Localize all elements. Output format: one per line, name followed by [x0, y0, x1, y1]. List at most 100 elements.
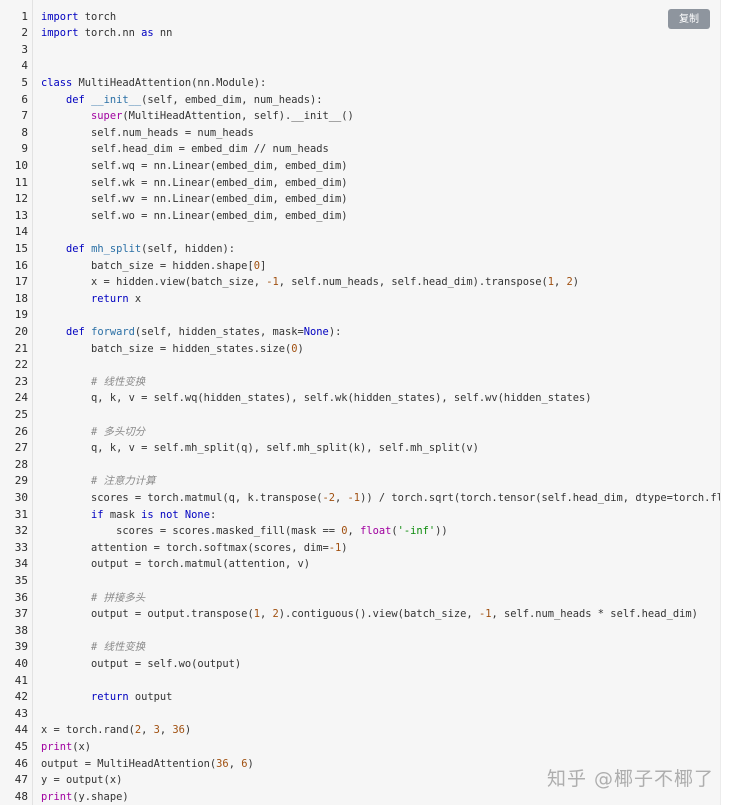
- code-line: 6 def __init__(self, embed_dim, num_head…: [0, 92, 720, 109]
- line-number: 21: [14, 341, 28, 355]
- line-number-gutter: [0, 0, 33, 805]
- code-token: ): [247, 757, 254, 770]
- code-text: output = torch.matmul(attention, v): [41, 556, 310, 573]
- code-token: :: [209, 508, 217, 521]
- code-token: 2: [566, 276, 573, 289]
- code-line: 14: [0, 224, 720, 241]
- code-token: , self.num_heads, self.head_dim).transpo…: [278, 276, 548, 289]
- code-token: nn: [153, 27, 173, 40]
- code-line: 13 self.wo = nn.Linear(embed_dim, embed_…: [0, 208, 720, 225]
- code-line: 37 output = output.transpose(1, 2).conti…: [0, 606, 720, 623]
- code-line: 15 def mh_split(self, hidden):: [0, 241, 720, 258]
- code-token: output = torch.matmul(attention, v): [41, 558, 310, 571]
- line-number: 27: [14, 441, 28, 455]
- line-number: 31: [14, 507, 28, 521]
- code-token: # 线性变换: [91, 641, 146, 654]
- code-token: 1: [547, 276, 554, 289]
- code-token: super: [91, 110, 123, 123]
- code-line: 29 # 注意力计算: [0, 473, 720, 490]
- code-token: [41, 509, 91, 521]
- line-number: 37: [14, 607, 28, 621]
- line-number: 2: [21, 26, 28, 40]
- code-token: [41, 94, 66, 106]
- code-text: attention = torch.softmax(scores, dim=-1…: [41, 540, 348, 557]
- code-text: output = self.wo(output): [41, 656, 241, 673]
- code-token: self.wv = nn.Linear(embed_dim, embed_dim…: [41, 193, 348, 206]
- code-token: mh_split: [91, 242, 142, 255]
- code-line: 41: [0, 673, 720, 690]
- code-token: [41, 592, 91, 604]
- code-token: scores = torch.matmul(q, k.transpose(: [41, 491, 323, 504]
- code-token: # 多头切分: [91, 425, 146, 438]
- code-line: 21 batch_size = hidden_states.size(0): [0, 341, 720, 358]
- code-token: [41, 110, 91, 122]
- code-token: None: [184, 508, 210, 521]
- code-line: 36 # 拼接多头: [0, 590, 720, 607]
- code-token: def: [66, 93, 85, 106]
- watermark: 知乎 @椰子不椰了: [546, 768, 714, 790]
- code-line: 20 def forward(self, hidden_states, mask…: [0, 324, 720, 341]
- copy-button[interactable]: 复制: [668, 9, 710, 29]
- code-line: 7 super(MultiHeadAttention, self).__init…: [0, 108, 720, 125]
- line-number: 46: [14, 756, 28, 770]
- code-token: x = torch.rand(: [41, 724, 135, 737]
- code-text: batch_size = hidden.shape[0]: [41, 258, 266, 275]
- code-token: forward: [91, 325, 135, 338]
- code-text: self.wk = nn.Linear(embed_dim, embed_dim…: [41, 175, 348, 192]
- code-token: ,: [141, 724, 154, 737]
- code-line: 43: [0, 706, 720, 723]
- code-token: ,: [228, 757, 242, 770]
- line-number: 30: [14, 490, 28, 504]
- code-text: self.wv = nn.Linear(embed_dim, embed_dim…: [41, 191, 348, 208]
- line-number: 47: [14, 773, 28, 787]
- code-line: 3: [0, 42, 720, 59]
- code-token: import: [41, 27, 79, 40]
- code-token: scores = scores.masked_fill(mask ==: [41, 525, 342, 538]
- code-line: 9 self.head_dim = embed_dim // num_heads: [0, 141, 720, 158]
- line-number: 4: [21, 59, 28, 73]
- code-token: ,: [259, 608, 273, 621]
- line-number: 36: [14, 590, 28, 604]
- code-line: 31 if mask is not None:: [0, 507, 720, 524]
- code-token: [41, 691, 91, 703]
- code-line: 16 batch_size = hidden.shape[0]: [0, 258, 720, 275]
- code-token: [41, 293, 91, 305]
- code-token: -1: [347, 491, 361, 504]
- line-number: 10: [14, 158, 28, 172]
- code-token: self.wk = nn.Linear(embed_dim, embed_dim…: [41, 176, 348, 189]
- code-token: q, k, v = self.mh_split(q), self.mh_spli…: [41, 442, 479, 455]
- line-number: 13: [14, 208, 28, 222]
- line-number: 18: [14, 291, 28, 305]
- line-number: 17: [14, 275, 28, 289]
- line-number: 35: [14, 573, 28, 587]
- code-line: 28: [0, 457, 720, 474]
- code-line: 24 q, k, v = self.wq(hidden_states), sel…: [0, 390, 720, 407]
- code-token: ).contiguous().view(batch_size,: [278, 608, 479, 621]
- code-text: batch_size = hidden_states.size(0): [41, 341, 304, 358]
- code-line: 26 # 多头切分: [0, 424, 720, 441]
- code-text: import torch: [41, 9, 116, 26]
- code-text: q, k, v = self.wq(hidden_states), self.w…: [41, 390, 591, 407]
- code-token: 6: [241, 757, 248, 770]
- code-token: return: [91, 292, 129, 305]
- code-line: 4: [0, 58, 720, 75]
- code-text: # 拼接多头: [41, 590, 145, 607]
- code-token: 3: [153, 724, 160, 737]
- code-token: -2: [322, 491, 336, 504]
- code-token: [41, 475, 91, 487]
- code-token: # 线性变换: [91, 375, 146, 388]
- code-token: ): [572, 276, 580, 289]
- code-token: ,: [554, 276, 567, 289]
- code-text: # 多头切分: [41, 424, 145, 441]
- code-token: self.wo = nn.Linear(embed_dim, embed_dim…: [41, 209, 348, 222]
- line-number: 16: [14, 258, 28, 272]
- code-token: -1: [478, 608, 492, 621]
- code-line: 11 self.wk = nn.Linear(embed_dim, embed_…: [0, 175, 720, 192]
- line-number: 15: [14, 241, 28, 255]
- code-token: def: [66, 242, 85, 255]
- code-token: 36: [216, 757, 229, 770]
- code-token: def: [66, 325, 85, 338]
